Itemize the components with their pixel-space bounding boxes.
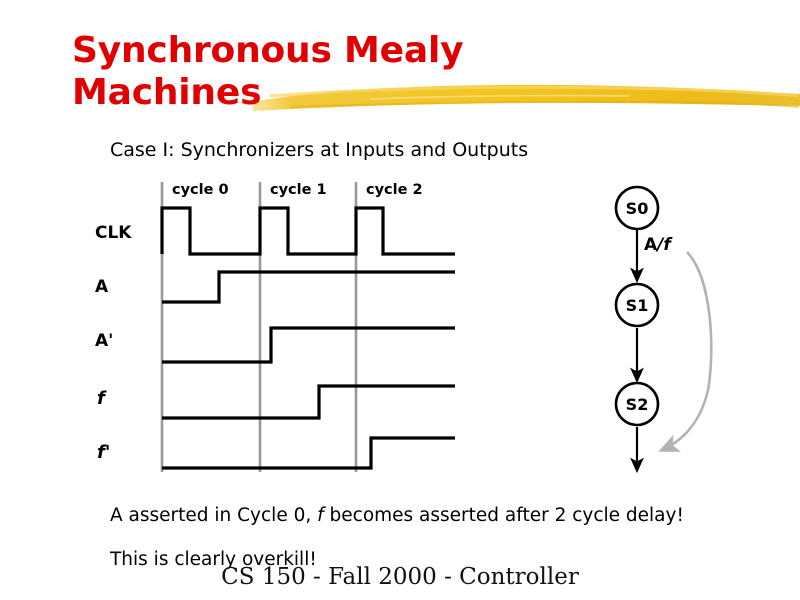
case-subtitle: Case I: Synchronizers at Inputs and Outp… — [110, 139, 529, 161]
transition-label-input: A — [644, 235, 658, 255]
signal-label-a-sync: A' — [95, 331, 113, 351]
waveform-f-sync — [162, 436, 455, 470]
state-circle-s2 — [614, 381, 660, 427]
note-overkill: This is clearly overkill! — [110, 549, 317, 570]
slide-footer: CS 150 - Fall 2000 - Controller — [221, 564, 579, 590]
feedback-arrow — [658, 251, 713, 452]
waveform-clk — [160, 206, 455, 256]
note-delay-italic-f: f — [317, 505, 324, 526]
cycle-label-0: cycle 0 — [172, 182, 229, 198]
cycle-label-1: cycle 1 — [270, 182, 327, 198]
slide-title-line-1: Synchronous Mealy — [72, 30, 464, 71]
slide-title: Synchronous Mealy Machines — [72, 30, 502, 115]
state-node-s1[interactable]: S1 — [614, 282, 660, 328]
state-label-s1: S1 — [626, 296, 649, 315]
slide-title-line-2: Machines — [72, 72, 262, 114]
state-node-s0[interactable]: S0 — [614, 185, 660, 231]
transition-label-a-over-f: A/f — [644, 235, 673, 255]
note-delay-prefix: A asserted in Cycle 0, — [110, 505, 318, 526]
signal-label-clk: CLK — [95, 223, 132, 243]
timing-waveform-diagram: cycle 0 cycle 1 cycle 2 CLK A A' f f' — [95, 182, 455, 472]
signal-label-f: f — [97, 388, 107, 409]
note-delay-statement: A asserted in Cycle 0, f becomes asserte… — [110, 505, 684, 526]
transition-label-output: /f — [655, 235, 673, 255]
waveform-a-sync — [162, 326, 455, 364]
note-delay-suffix: becomes asserted after 2 cycle delay! — [323, 505, 684, 526]
mealy-state-diagram: S0 S1 S2 A/f — [614, 185, 713, 474]
waveform-a — [162, 270, 455, 304]
state-circle-s1 — [614, 282, 660, 328]
state-label-s0: S0 — [626, 199, 649, 218]
waveform-f — [162, 384, 455, 420]
cycle-label-2: cycle 2 — [366, 182, 423, 198]
signal-label-f-sync: f' — [97, 442, 110, 463]
state-node-s2[interactable]: S2 — [614, 381, 660, 427]
state-label-s2: S2 — [626, 395, 649, 414]
state-circle-s0 — [614, 185, 660, 231]
signal-label-a: A — [95, 277, 109, 297]
